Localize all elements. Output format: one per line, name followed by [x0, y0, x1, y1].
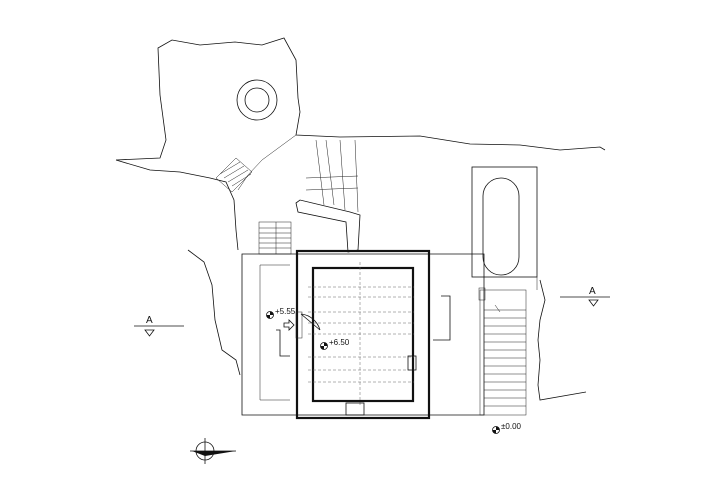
svg-text:A: A: [146, 315, 153, 326]
level-marker-icon: [320, 342, 328, 350]
svg-text:+5.55: +5.55: [275, 307, 296, 316]
terrain-contour-right: [537, 279, 587, 401]
pool: [482, 177, 520, 276]
level-marker-entrance: +5.55: [266, 307, 296, 319]
north-arrow-icon: [190, 438, 236, 464]
south-opening: [345, 402, 365, 416]
seating-rows: [308, 262, 414, 405]
round-feature-outer: [236, 79, 278, 121]
terrace-inner-left: [259, 264, 290, 401]
svg-text:+6.50: +6.50: [329, 338, 350, 347]
right-terrace-frame: [471, 166, 538, 278]
east-opening: [407, 355, 417, 371]
svg-text:A: A: [589, 286, 596, 297]
door-opening: [295, 311, 303, 339]
section-mark-left: A: [134, 315, 184, 337]
level-marker-icon: [492, 426, 500, 434]
garden-steps-left: [215, 157, 253, 193]
terrain-contour-left: [187, 249, 241, 376]
terrain-edge: [237, 134, 297, 191]
terrace-wall-right: [433, 295, 451, 341]
entry-arrow-icon: [283, 319, 295, 331]
level-marker-icon: [266, 311, 274, 319]
lower-stair: [479, 289, 527, 416]
round-feature-inner: [244, 87, 270, 113]
level-marker-hall: +6.50: [320, 338, 350, 350]
building-outer-wall: [295, 249, 431, 420]
level-marker-ground: ±0.00: [492, 422, 522, 434]
ramp-bend: [295, 199, 361, 253]
terrain-contour: [115, 37, 606, 161]
section-mark-right: A: [560, 286, 610, 307]
terrace-outline: [241, 253, 485, 416]
terrain-contour-lower: [115, 159, 239, 251]
upper-stair: [258, 221, 292, 255]
svg-text:±0.00: ±0.00: [501, 422, 522, 431]
entrance-door: [300, 313, 321, 331]
building-inner-wall: [311, 266, 415, 403]
small-stub: [478, 287, 486, 301]
path-strips: [305, 139, 359, 213]
terrace-step-left: [276, 329, 290, 357]
